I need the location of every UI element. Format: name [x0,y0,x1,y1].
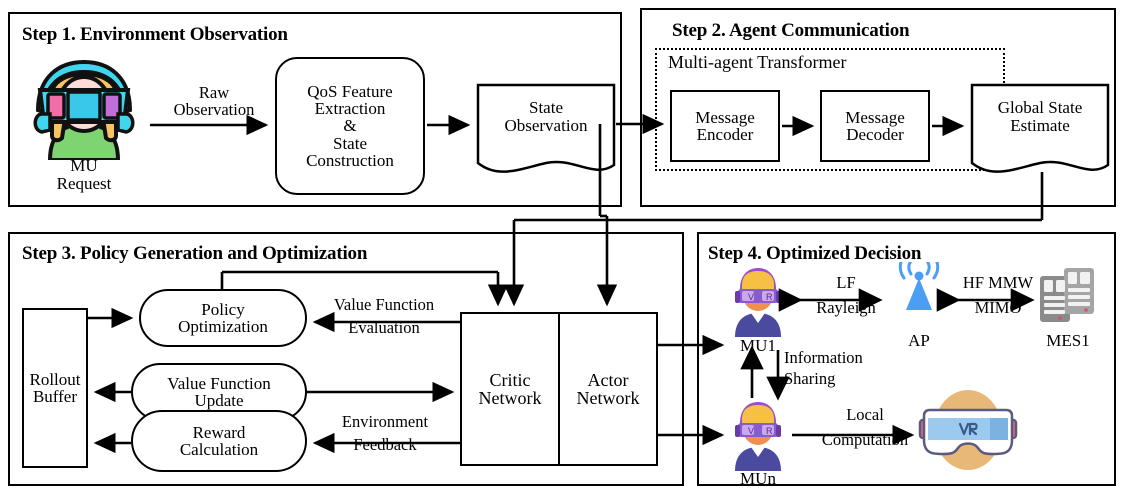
mes-caption: MES1 [1046,331,1090,350]
message-decoder-line1: Message [845,107,905,127]
panel-title-step3: Step 3. Policy Generation and Optimizati… [22,243,368,264]
edge-label-raw-observation-line2: Observation [173,100,255,120]
edge-label-information-sharing: Information Sharing [784,349,896,388]
rollout-buffer-box: Rollout Buffer [22,308,88,468]
mu-request-caption: MU Request [28,157,140,193]
qos-line-2: Extraction [314,99,386,118]
edge-label-local-computation: Local Computation [806,406,924,449]
critic-network-line2: Network [478,388,542,408]
global-state-estimate-document: Global State Estimate [970,83,1110,180]
panel-title-step2: Step 2. Agent Communication [672,20,910,41]
qos-line-1: QoS Feature [307,81,393,101]
edge-label-lf-line1: LF [836,273,856,292]
edge-label-value-function-evaluation: Value Function Evaluation [310,296,458,337]
state-observation-document: State Observation [476,83,616,180]
message-encoder-line1: Message [695,107,755,127]
svg-text:V: V [748,426,754,436]
value-function-update-line1: Value Function [167,373,271,393]
edge-label-lf-line2: Rayleigh [816,298,876,318]
edge-label-hf-mmw-mimo: HF MMW MIMO [948,274,1048,317]
mu1-avatar-icon: V R [728,265,788,337]
reward-calculation-line1: Reward [192,422,246,442]
mun-caption: MUn [740,469,776,488]
edge-label-information-line2: Sharing [784,369,836,389]
ap-caption: AP [908,331,930,350]
policy-optimization-box: Policy Optimization [139,289,307,347]
reward-calculation-line2: Calculation [179,440,259,459]
qos-line-5: Construction [306,150,394,170]
actor-network-box: Actor Network [558,312,658,466]
mu-request-caption-line2: Request [56,173,112,193]
edge-label-raw-observation: Raw Observation [150,84,278,119]
actor-network-line1: Actor [587,369,629,390]
edge-label-value-function-line2: Evaluation [348,318,420,338]
value-function-update-line2: Update [194,391,244,410]
rollout-buffer-line1: Rollout [29,369,81,389]
qos-line-3: & [343,116,357,136]
actor-network-line2: Network [576,388,640,408]
wireless-access-point-icon [888,262,950,332]
edge-label-hf-line1: HF MMW [962,273,1034,292]
server-rack-icon [1036,262,1098,332]
edge-label-environment-line1: Environment [341,412,429,431]
message-encoder-line2: Encoder [696,125,754,144]
rollout-buffer-line2: Buffer [32,387,78,406]
edge-label-lf-rayleigh: LF Rayleigh [800,274,892,317]
edge-label-value-function-line1: Value Function [333,295,435,314]
reward-calculation-box: Reward Calculation [131,410,307,472]
policy-optimization-line1: Policy [201,299,245,319]
edge-label-local-line1: Local [846,405,884,424]
critic-network-line1: Critic [489,369,531,390]
panel-title-step1: Step 1. Environment Observation [22,24,288,45]
vr-user-avatar-icon [28,52,140,160]
message-decoder-box: Message Decoder [820,90,930,162]
edge-label-information-line1: Information [784,348,863,367]
qos-feature-extraction-box: QoS Feature Extraction & State Construct… [275,57,425,195]
message-decoder-line2: Decoder [846,125,904,144]
edge-label-local-line2: Computation [821,430,909,450]
edge-label-environment-line2: Feedback [353,435,417,455]
svg-text:V: V [748,292,754,302]
message-encoder-box: Message Encoder [670,90,780,162]
edge-label-raw-observation-line1: Raw [198,83,230,102]
edge-label-hf-line2: MIMO [974,298,1022,318]
critic-network-box: Critic Network [460,312,560,466]
edge-label-environment-feedback: Environment Feedback [312,413,458,454]
svg-text:R: R [766,292,773,302]
panel-title-step4: Step 4. Optimized Decision [708,243,922,264]
mu-request-caption-line1: MU [70,156,98,175]
vr-goggles-icon [916,384,1020,476]
multi-agent-transformer-label: Multi-agent Transformer [668,52,847,72]
qos-line-4: State [333,133,367,153]
policy-optimization-line2: Optimization [178,317,268,336]
svg-text:R: R [766,426,773,436]
mun-avatar-icon: V R [728,399,788,471]
